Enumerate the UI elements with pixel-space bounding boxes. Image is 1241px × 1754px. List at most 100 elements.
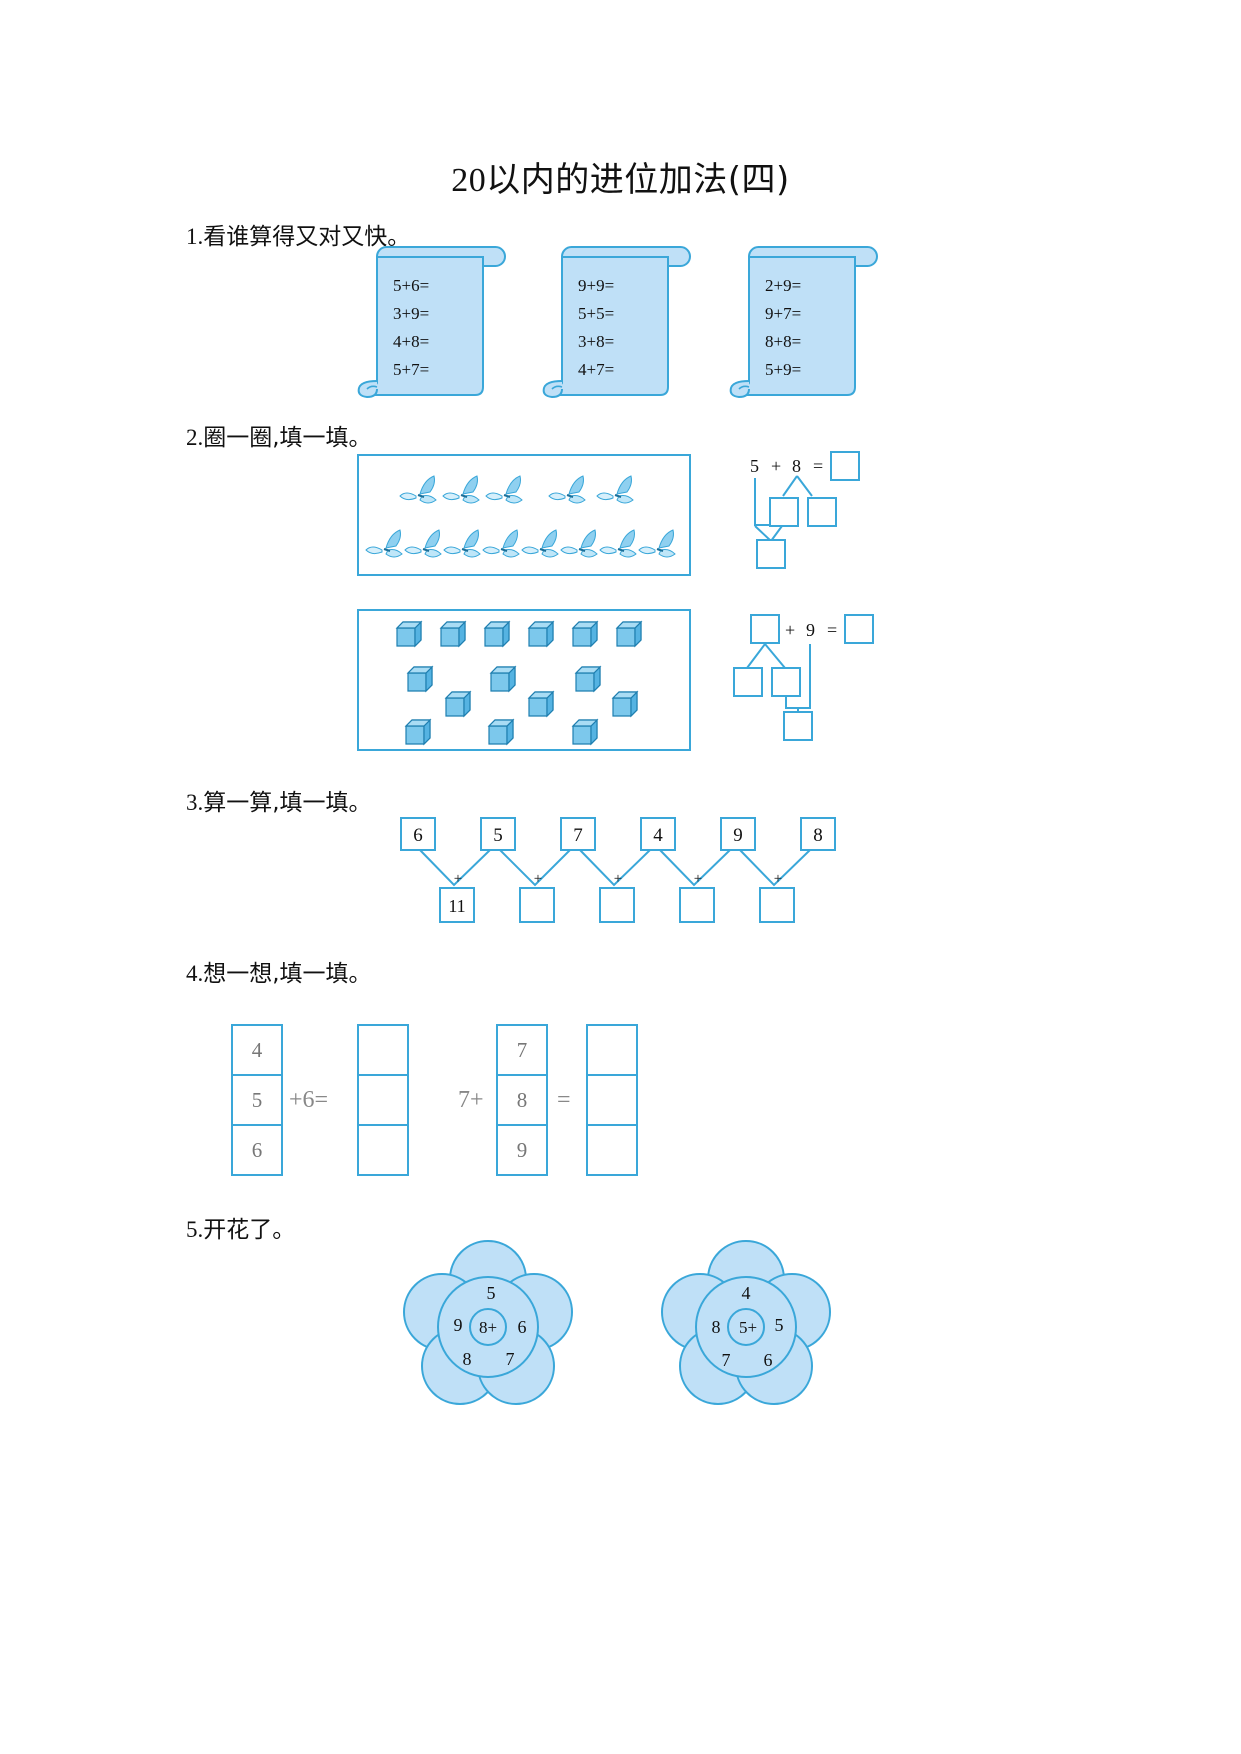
chain-result-box-3[interactable] xyxy=(599,887,635,923)
flower-1-petal-5: 9 xyxy=(454,1315,463,1335)
chain-result-box-1[interactable] xyxy=(439,887,475,923)
chain-number-1: 6 xyxy=(413,825,423,846)
flower-2-petal-1: 4 xyxy=(742,1283,751,1303)
think-right-eq: = xyxy=(557,1087,571,1113)
section-5-heading: 5.开花了。 xyxy=(186,1210,295,1244)
title-number: 20 xyxy=(451,162,487,199)
section-3-heading: 3.算一算,填一填。 xyxy=(186,783,372,817)
chain-number-5: 9 xyxy=(733,825,743,846)
think-left-op: +6= xyxy=(289,1087,328,1113)
section-4-heading: 4.想一想,填一填。 xyxy=(186,954,372,988)
think-right-answer-2[interactable] xyxy=(586,1074,638,1126)
chain-lines xyxy=(419,849,811,887)
eq2-sum-box[interactable] xyxy=(783,711,813,741)
scroll-3 xyxy=(729,246,878,398)
scroll-1-line-1: 5+6= xyxy=(393,276,429,295)
think-left-answer-3[interactable] xyxy=(357,1124,409,1176)
chain-numbers xyxy=(400,817,836,851)
flower-2-petal-2: 5 xyxy=(775,1315,784,1335)
think-right-3: 9 xyxy=(517,1138,528,1162)
title-text: 以内的进位加法(四) xyxy=(486,160,790,200)
scroll-3-line-4: 5+9= xyxy=(765,360,801,379)
chain-plus-5: + xyxy=(774,871,782,887)
chain-number-6: 8 xyxy=(813,825,823,846)
chain-number-4: 4 xyxy=(653,825,663,846)
section-3-text: 算一算,填一填。 xyxy=(203,790,372,816)
section-1-heading: 1.看谁算得又对又快。 xyxy=(186,217,410,251)
section-2-text: 圈一圈,填一填。 xyxy=(203,425,372,451)
think-right-answer-1[interactable] xyxy=(586,1024,638,1076)
chain-results xyxy=(439,887,795,923)
eq1-sum-box[interactable] xyxy=(756,539,786,569)
eq1-b: 8 xyxy=(792,456,801,476)
flower-1-petal-3: 7 xyxy=(506,1349,515,1369)
chain-plus-3: + xyxy=(614,871,622,887)
think-right-1: 7 xyxy=(517,1038,528,1062)
think-left-answer-1[interactable] xyxy=(357,1024,409,1076)
think-right-prefix: 7+ xyxy=(458,1087,484,1113)
flower-2-petal-5: 8 xyxy=(712,1317,721,1337)
think-right-answer-3[interactable] xyxy=(586,1124,638,1176)
eq2-split-lines xyxy=(746,643,786,669)
chain-plus-2: + xyxy=(534,871,542,887)
scroll-2-line-2: 5+5= xyxy=(578,304,614,323)
chain-result-box-4[interactable] xyxy=(679,887,715,923)
butterfly-box xyxy=(357,454,691,576)
eq2-split-box-2[interactable] xyxy=(771,667,801,697)
section-2-number: 2. xyxy=(186,425,204,450)
scroll-3-line-3: 8+8= xyxy=(765,332,801,351)
scroll-2-line-1: 9+9= xyxy=(578,276,614,295)
think-left-answers xyxy=(357,1024,409,1176)
eq1-eq: = xyxy=(813,456,823,476)
flower-1-petal-2: 6 xyxy=(518,1317,527,1337)
scroll-1-line-4: 5+7= xyxy=(393,360,429,379)
think-right-column xyxy=(496,1024,548,1176)
chain-plus-1: + xyxy=(454,871,462,887)
think-left-answer-2[interactable] xyxy=(357,1074,409,1126)
eq1-split-lines xyxy=(782,475,813,497)
page-title: 20以内的进位加法(四) xyxy=(0,152,1241,201)
eq2-first-box[interactable] xyxy=(750,614,780,644)
think-right-2: 8 xyxy=(517,1088,528,1112)
section-4-text: 想一想,填一填。 xyxy=(203,961,372,987)
eq1-op: + xyxy=(771,456,781,476)
section-1-text: 看谁算得又对又快。 xyxy=(203,224,411,250)
flower-1: 8+ 5 6 7 8 9 xyxy=(403,1240,573,1405)
flower-2-petal-4: 7 xyxy=(722,1350,731,1370)
section-4-number: 4. xyxy=(186,961,204,986)
scroll-3-line-1: 2+9= xyxy=(765,276,801,295)
flower-2-center: 5+ xyxy=(739,1318,757,1337)
chain-result-box-2[interactable] xyxy=(519,887,555,923)
chain-result-box-5[interactable] xyxy=(759,887,795,923)
think-left-1: 4 xyxy=(252,1038,263,1062)
section-2-heading: 2.圈一圈,填一填。 xyxy=(186,418,372,452)
eq1-split-box-1[interactable] xyxy=(769,497,799,527)
eq2-op: + xyxy=(785,620,795,640)
eq1-answer-box[interactable] xyxy=(830,451,860,481)
flower-2-petal-3: 6 xyxy=(764,1350,773,1370)
eq1-a: 5 xyxy=(750,456,759,476)
section-1-number: 1. xyxy=(186,224,204,249)
chain-result-1: 11 xyxy=(448,896,465,916)
eq2-b: 9 xyxy=(806,620,815,640)
chain-number-2: 5 xyxy=(493,825,503,846)
think-left-column xyxy=(231,1024,283,1176)
eq2-eq: = xyxy=(827,620,837,640)
think-right-answers xyxy=(586,1024,638,1176)
flower-1-petal-1: 5 xyxy=(487,1283,496,1303)
think-left-2: 5 xyxy=(252,1088,263,1112)
chain-number-3: 7 xyxy=(573,825,583,846)
eq1-split-box-2[interactable] xyxy=(807,497,837,527)
scroll-2-line-4: 4+7= xyxy=(578,360,614,379)
scroll-1-line-2: 3+9= xyxy=(393,304,429,323)
eq2-split-box-1[interactable] xyxy=(733,667,763,697)
flower-2: 5+ 4 5 6 7 8 xyxy=(661,1240,831,1405)
scroll-2 xyxy=(542,246,691,398)
eq2-answer-box[interactable] xyxy=(844,614,874,644)
flower-1-petal-4: 8 xyxy=(463,1349,472,1369)
chain-plus-4: + xyxy=(694,871,702,887)
scroll-1 xyxy=(357,246,506,398)
think-left-3: 6 xyxy=(252,1138,263,1162)
scroll-3-line-2: 9+7= xyxy=(765,304,801,323)
